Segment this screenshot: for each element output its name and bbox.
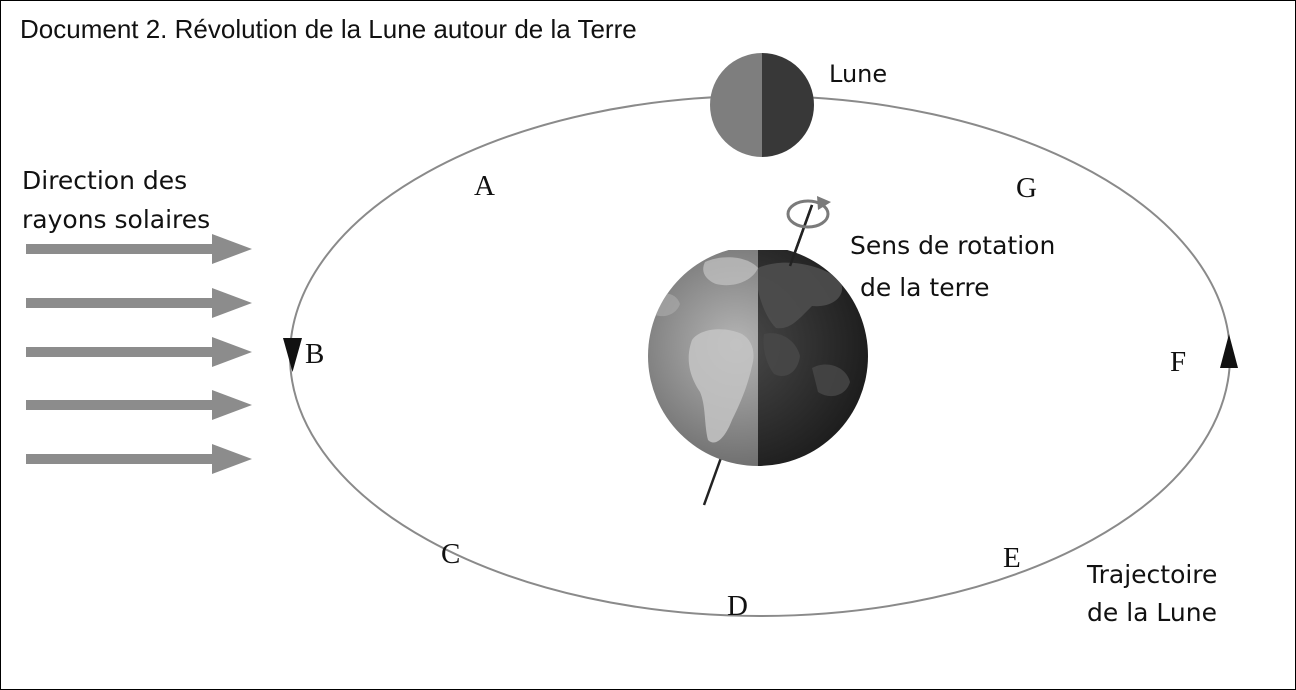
orbit-arrow-left-icon	[283, 338, 302, 372]
rotation-arrow-icon	[786, 196, 831, 229]
sun-ray-arrow-icon	[26, 234, 252, 264]
sun-ray-arrow-icon	[26, 444, 252, 474]
sun-ray-arrow-icon	[26, 390, 252, 420]
position-label-d: D	[727, 590, 748, 622]
sun-ray-arrow-icon	[26, 288, 252, 318]
trajectory-label-line1: Trajectoire	[1087, 560, 1218, 589]
rotation-label-line1: Sens de rotation	[850, 231, 1056, 260]
sun-rays-label-line2: rayons solaires	[22, 205, 211, 234]
position-label-g: G	[1016, 172, 1037, 204]
document-title: Document 2. Révolution de la Lune autour…	[20, 14, 637, 44]
trajectory-label-line2: de la Lune	[1087, 598, 1217, 627]
position-label-e: E	[1003, 542, 1021, 574]
sun-rays	[26, 234, 252, 474]
position-label-b: B	[305, 338, 325, 370]
earth	[648, 250, 868, 466]
earth-axis-top	[788, 204, 814, 267]
sun-ray-arrow-icon	[26, 337, 252, 367]
position-label-f: F	[1170, 346, 1187, 378]
sun-rays-label-line1: Direction des	[22, 166, 188, 195]
moon-label: Lune	[829, 60, 888, 88]
position-label-a: A	[474, 170, 495, 202]
moon	[710, 53, 814, 157]
rotation-label-line2: de la terre	[860, 273, 990, 302]
position-label-c: C	[441, 538, 461, 570]
orbit-arrow-right-icon	[1220, 334, 1238, 368]
